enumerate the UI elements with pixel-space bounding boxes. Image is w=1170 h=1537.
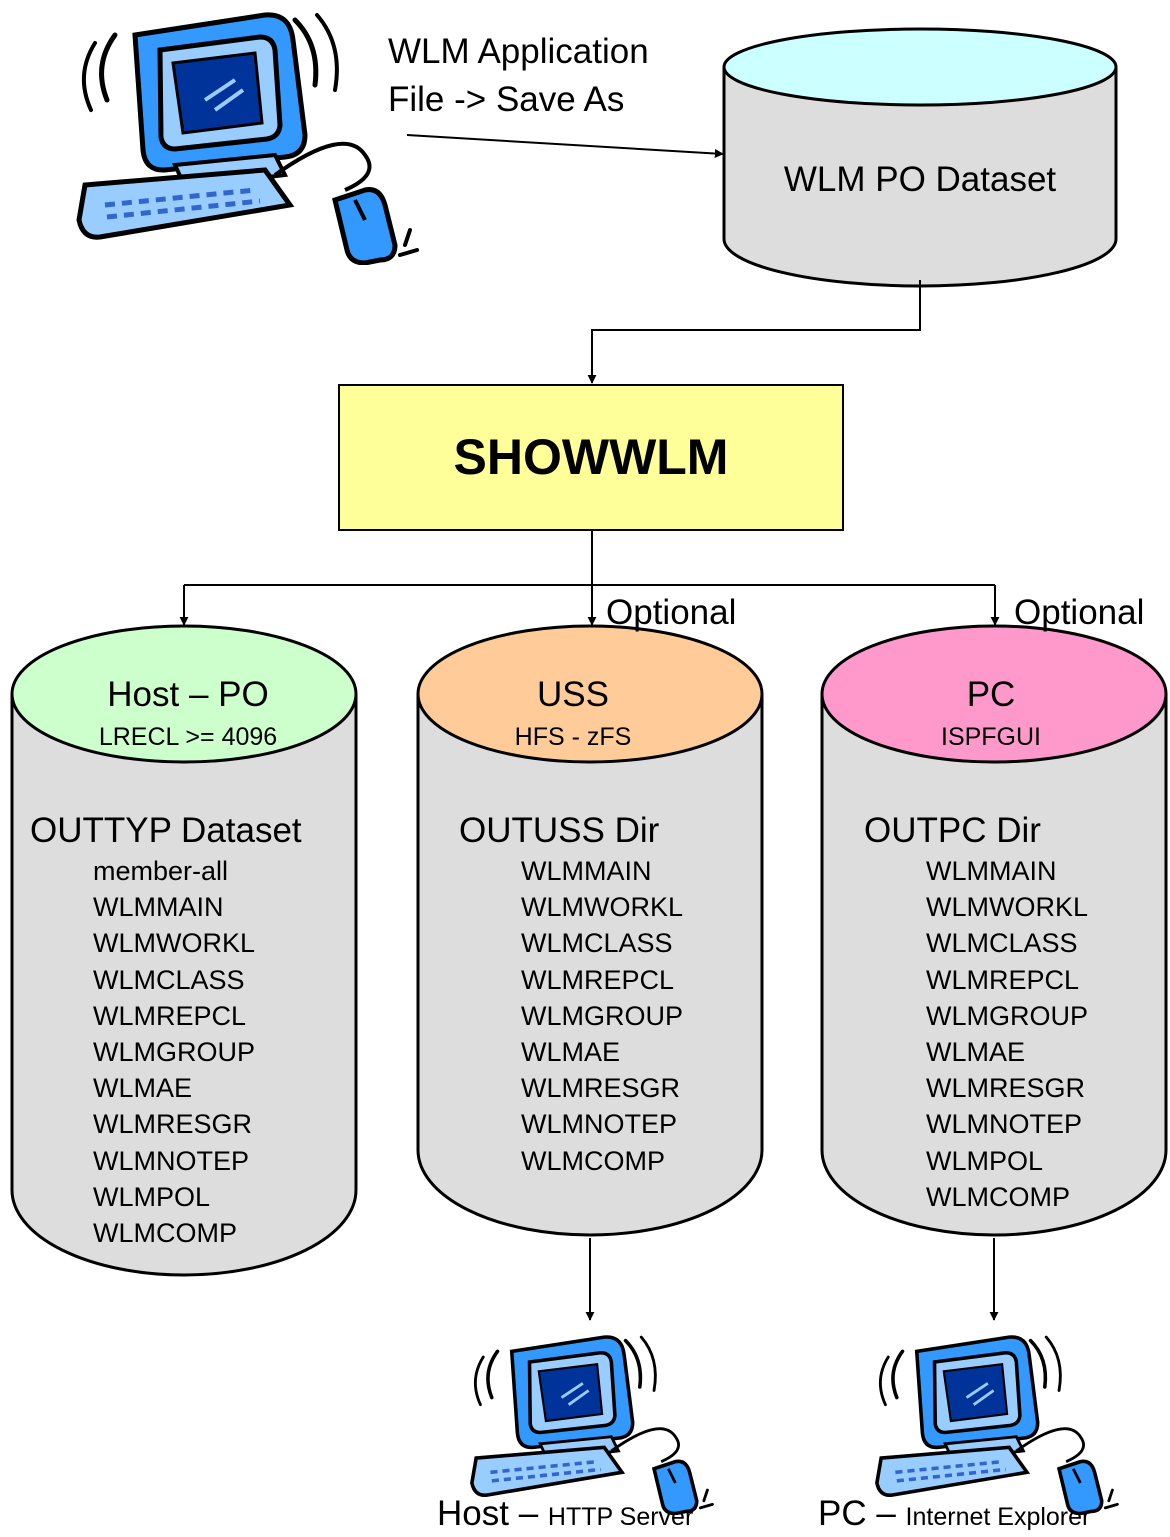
member-item: WLMREPCL [93, 1000, 247, 1031]
uss-heading: OUTUSS Dir [459, 811, 660, 850]
computer-icon [79, 15, 417, 263]
pc-title: PC [966, 675, 1016, 714]
app-label-line1: WLM Application [388, 32, 649, 71]
member-item: WLMWORKL [521, 892, 683, 923]
pc-viewer-detail: Internet Explorer [905, 1503, 1091, 1531]
member-item: member-all [93, 856, 229, 886]
pc-member-list: WLMMAIN WLMWORKL WLMCLASS WLMREPCL WLMGROUP W… [926, 853, 1088, 1215]
pc-cylinder [820, 624, 1168, 1237]
host-viewer-main: Host [437, 1494, 509, 1533]
pc-subtitle: ISPFGUI [940, 723, 1042, 751]
uss-subtitle: HFS - zFS [514, 723, 632, 751]
member-item: WLMGROUP [926, 1000, 1088, 1031]
optional-label-uss: Optional [606, 593, 737, 632]
computer-icon [875, 1335, 1120, 1515]
member-item: WLMCOMP [93, 1218, 237, 1249]
pc-viewer-caption: PC – Internet Explorer [818, 1496, 1090, 1531]
uss-title: USS [537, 675, 609, 714]
host-po-title: Host – PO [107, 675, 269, 714]
member-item: WLMGROUP [93, 1037, 255, 1068]
member-item: WLMRESGR [926, 1073, 1086, 1104]
save-arrow [406, 134, 724, 159]
member-item: WLMRESGR [93, 1109, 253, 1140]
host-po-heading: OUTTYP Dataset [30, 811, 302, 850]
member-item: WLMPOL [926, 1145, 1044, 1176]
wlm-po-dataset-cylinder [722, 27, 1118, 288]
dataset-label: WLM PO Dataset [783, 160, 1057, 199]
pc-viewer-dash: – [866, 1494, 906, 1533]
host-viewer-caption: Host – HTTP Server [437, 1496, 693, 1531]
member-item: WLMMAIN [93, 892, 224, 923]
optional-label-pc: Optional [1014, 593, 1145, 632]
showwlm-box [338, 384, 844, 531]
member-item: WLMAE [93, 1073, 193, 1104]
app-label-line2: File -> Save As [388, 80, 625, 119]
member-item: WLMNOTEP [93, 1145, 250, 1176]
host-viewer-dash: – [508, 1494, 548, 1533]
pc-heading: OUTPC Dir [864, 811, 1041, 850]
member-item: WLMRESGR [521, 1073, 681, 1104]
computer-icon [470, 1335, 715, 1515]
member-item: WLMCOMP [521, 1145, 665, 1176]
member-item: WLMWORKL [93, 928, 255, 959]
pc-viewer-main: PC [818, 1494, 867, 1533]
uss-member-list: WLMMAIN WLMWORKL WLMCLASS WLMREPCL WLMGROUP W… [521, 853, 683, 1179]
member-item: WLMMAIN [521, 856, 652, 886]
member-item: WLMPOL [93, 1181, 211, 1212]
member-item: WLMNOTEP [926, 1109, 1083, 1140]
host-po-cylinder [10, 624, 358, 1277]
host-po-subtitle: LRECL >= 4096 [98, 723, 278, 751]
member-item: WLMREPCL [926, 964, 1080, 995]
member-item: WLMMAIN [926, 856, 1057, 886]
uss-cylinder [416, 624, 764, 1237]
member-item: WLMCLASS [93, 964, 245, 995]
member-item: WLMAE [926, 1037, 1026, 1068]
member-item: WLMGROUP [521, 1000, 683, 1031]
member-item: WLMCLASS [521, 928, 673, 959]
member-item: WLMREPCL [521, 964, 675, 995]
member-item: WLMNOTEP [521, 1109, 678, 1140]
member-item: WLMWORKL [926, 892, 1088, 923]
member-item: WLMCOMP [926, 1181, 1070, 1212]
member-item: WLMCLASS [926, 928, 1078, 959]
member-item: WLMAE [521, 1037, 621, 1068]
dataset-to-showwlm-connector [587, 280, 921, 384]
showwlm-label: SHOWWLM [453, 429, 729, 485]
host-viewer-detail: HTTP Server [547, 1503, 694, 1531]
